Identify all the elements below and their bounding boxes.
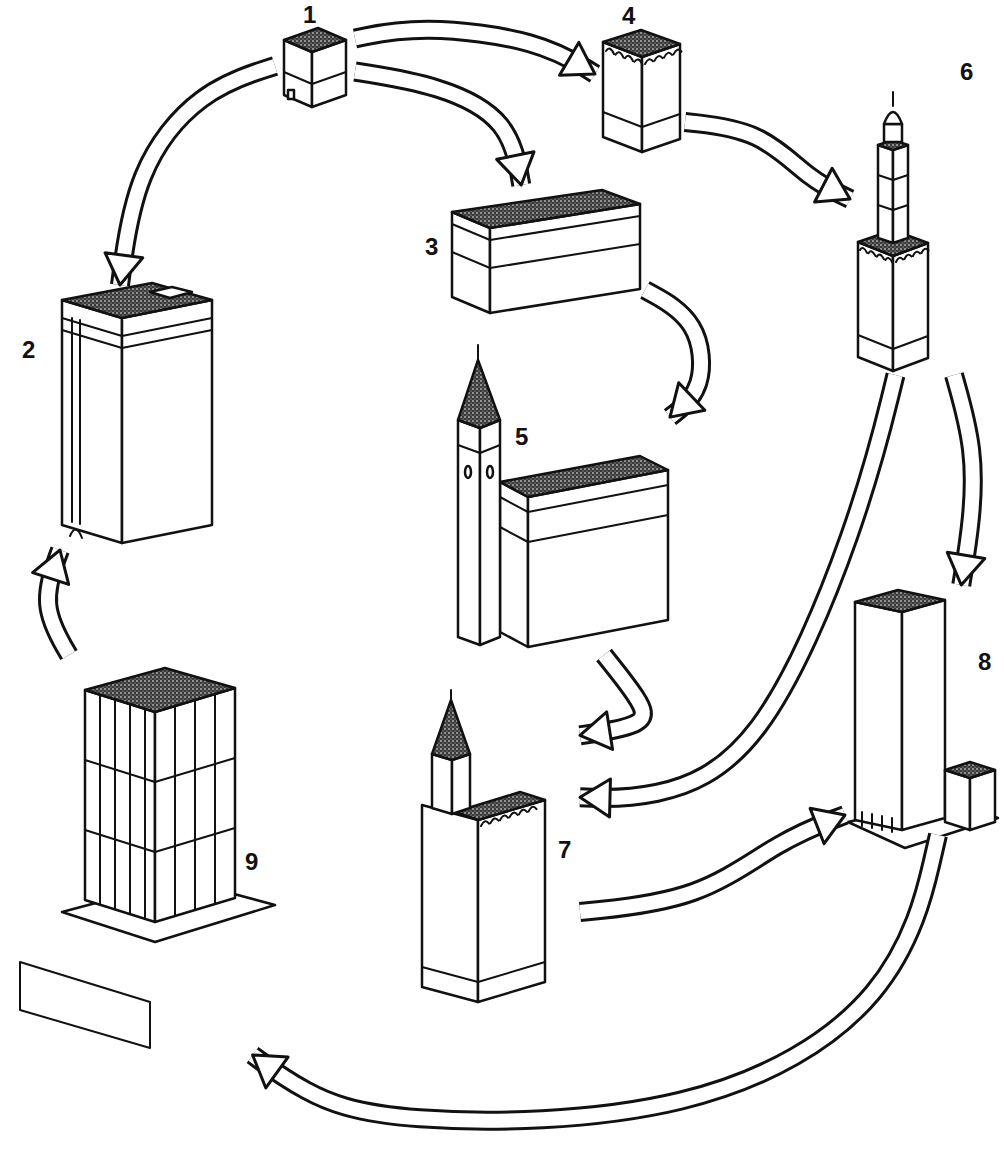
- arrow-outline: [580, 375, 896, 798]
- flow-arrow: [580, 655, 643, 749]
- building-number: 8: [978, 650, 991, 674]
- building-sketch: [458, 345, 668, 647]
- flow-arrow: [580, 808, 845, 912]
- flow-arrow: [947, 375, 985, 585]
- arrow-outline: [580, 655, 643, 735]
- arrow-body: [120, 66, 275, 285]
- arrow-body: [580, 375, 896, 798]
- building-sketch: [422, 690, 545, 1002]
- arrow-body: [253, 835, 938, 1121]
- flow-arrow: [645, 290, 705, 417]
- arrow-head: [815, 168, 850, 202]
- flow-arrow: [253, 835, 938, 1121]
- arrow-head: [33, 550, 69, 584]
- building-node: 5: [450, 350, 670, 655]
- arrow-head: [580, 779, 610, 817]
- arrow-head: [497, 152, 534, 185]
- arrow-head: [580, 712, 613, 750]
- arrow-head: [670, 383, 705, 417]
- building-number: 9: [245, 850, 258, 874]
- arrow-head: [947, 552, 985, 585]
- flow-arrow: [355, 30, 595, 75]
- building-node: 2: [20, 285, 220, 550]
- flow-arrow: [355, 72, 534, 186]
- building-sketch: [62, 283, 212, 543]
- building-node: 7: [415, 695, 580, 1005]
- building-sketch: [848, 590, 998, 848]
- building-node: 1: [275, 0, 355, 110]
- arrow-outline: [580, 815, 845, 912]
- arrow-head: [810, 808, 845, 843]
- building-node: 9: [15, 655, 285, 1055]
- building-sketch: [452, 190, 640, 313]
- building-number: 5: [515, 425, 528, 449]
- arrow-body: [580, 815, 845, 912]
- flow-arrow: [580, 375, 896, 817]
- arrow-body: [355, 72, 521, 186]
- building-number: 7: [558, 838, 571, 862]
- building-node: 3: [420, 185, 645, 325]
- building-number: 2: [22, 338, 35, 362]
- flow-arrow: [685, 122, 850, 202]
- building-number: 1: [303, 3, 316, 27]
- arrow-outline: [120, 66, 275, 285]
- building-sketch: [20, 668, 275, 1048]
- building-sketch: [284, 28, 346, 107]
- building-node: 4: [595, 2, 685, 162]
- arrow-outline: [253, 835, 938, 1121]
- building-node: 6: [850, 55, 980, 375]
- arrow-body: [580, 655, 643, 735]
- building-number: 4: [622, 4, 635, 28]
- arrow-head: [560, 42, 595, 75]
- arrow-outline: [355, 72, 521, 186]
- building-number: 6: [960, 60, 973, 84]
- building-sketch: [858, 92, 929, 371]
- building-node: 8: [845, 585, 1000, 835]
- building-number: 3: [425, 235, 438, 259]
- arrow-body: [355, 30, 595, 74]
- arrow-head: [253, 1055, 288, 1088]
- arrow-head: [105, 253, 143, 285]
- flow-arrow: [33, 550, 69, 655]
- building-sketch: [603, 30, 682, 152]
- arrow-outline: [355, 30, 595, 74]
- flow-arrow: [105, 66, 275, 285]
